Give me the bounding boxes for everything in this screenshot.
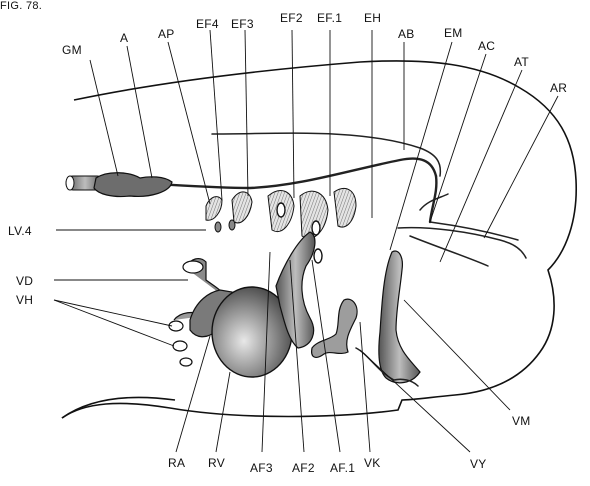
label-ra: RA (168, 456, 185, 470)
label-ef4: EF4 (196, 17, 219, 31)
label-ef2: EF2 (280, 11, 303, 25)
label-lv4: LV.4 (8, 224, 32, 238)
label-vm: VM (512, 414, 531, 428)
label-gm: GM (62, 43, 82, 57)
label-ab: AB (398, 27, 415, 41)
label-ac: AC (478, 39, 495, 53)
label-ap: AP (158, 27, 175, 41)
label-vy: VY (470, 457, 487, 471)
label-at: AT (514, 55, 529, 69)
label-af2: AF2 (292, 461, 315, 475)
figure-caption: FIG. 78. (0, 0, 42, 12)
label-af3: AF3 (250, 461, 273, 475)
pharyngeal-arches (206, 188, 356, 263)
label-vd: VD (16, 274, 33, 288)
label-ef3: EF3 (231, 17, 254, 31)
label-vk: VK (364, 456, 381, 470)
label-a: A (120, 31, 128, 45)
label-af1: AF.1 (330, 461, 355, 475)
label-ef1: EF.1 (317, 11, 342, 25)
label-eh: EH (364, 11, 381, 25)
label-em: EM (444, 26, 463, 40)
label-rv: RV (208, 456, 225, 470)
label-vh: VH (16, 293, 33, 307)
label-ar: AR (550, 81, 567, 95)
gut-tube (66, 173, 172, 197)
